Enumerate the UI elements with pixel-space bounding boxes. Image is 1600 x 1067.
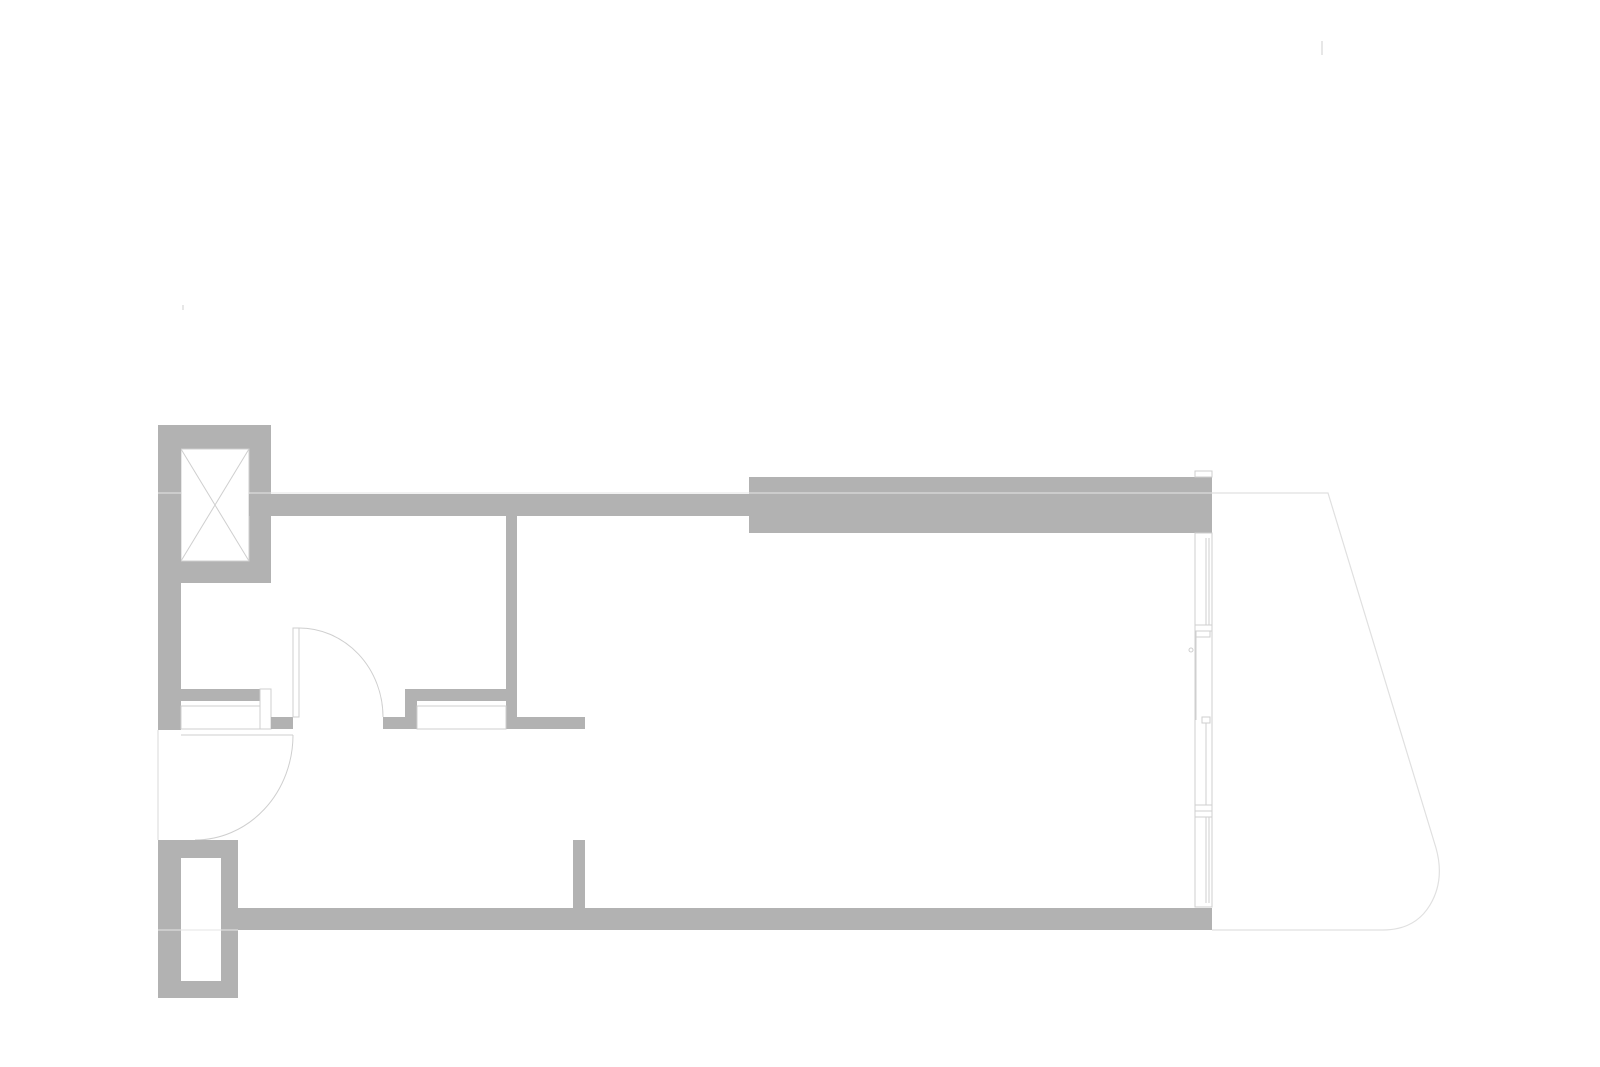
wall-stub bbox=[271, 717, 293, 729]
top-wall bbox=[249, 494, 749, 516]
door-swing-arc bbox=[298, 627, 384, 718]
door-jamb bbox=[259, 688, 272, 730]
door-handle-icon bbox=[1188, 647, 1194, 653]
entry-door-swing-arc bbox=[194, 734, 294, 841]
top-wall-thick bbox=[749, 477, 1212, 533]
wall-stub bbox=[573, 840, 585, 908]
lower-left-block bbox=[158, 840, 238, 998]
bottom-wall bbox=[238, 908, 1212, 930]
bath-wall bbox=[181, 689, 260, 701]
door-leaf bbox=[292, 627, 300, 718]
partition-return bbox=[517, 717, 585, 729]
closet-wall bbox=[405, 689, 506, 701]
counter bbox=[180, 705, 261, 730]
counter bbox=[416, 705, 507, 730]
left-wall bbox=[158, 425, 181, 730]
partition-wall bbox=[506, 516, 517, 729]
balcony-outline bbox=[1212, 492, 1440, 931]
window-wall bbox=[1188, 470, 1213, 908]
